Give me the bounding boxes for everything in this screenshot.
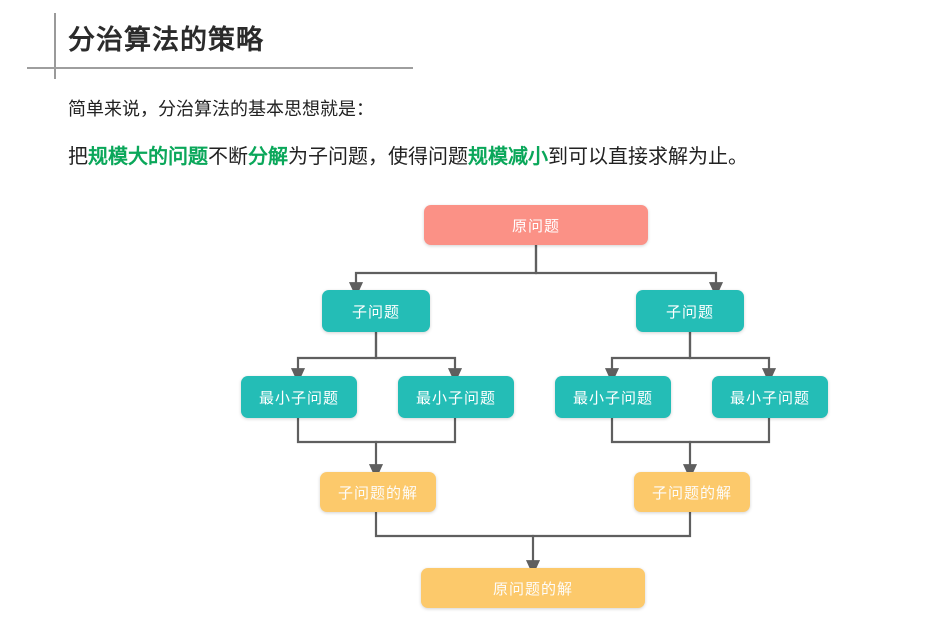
node-smallest-subproblem-4[interactable]: 最小子问题	[712, 376, 828, 418]
node-smallest-subproblem-1[interactable]: 最小子问题	[241, 376, 357, 418]
edge-sub-right-to-leaf-4	[688, 330, 777, 384]
thesis-segment-2: 不断	[208, 146, 248, 168]
edge-root-to-sub-left	[348, 243, 538, 298]
node-root-solution[interactable]: 原问题的解	[421, 568, 645, 608]
node-smallest-subproblem-2[interactable]: 最小子问题	[398, 376, 514, 418]
edge-root-to-sub-right	[534, 243, 724, 298]
edge-sub-left-to-leaf-1	[290, 330, 378, 384]
thesis-highlight-3: 规模减小	[468, 146, 548, 168]
page-title: 分治算法的策略	[68, 25, 264, 55]
edge-sub-right-to-leaf-3	[604, 330, 692, 384]
node-subproblem-solution-right[interactable]: 子问题的解	[634, 472, 750, 512]
thesis-segment-1: 把	[68, 146, 88, 168]
thesis-paragraph: 把规模大的问题不断分解为子问题，使得问题规模减小到可以直接求解为止。	[68, 140, 748, 169]
edge-sub-left-to-leaf-2	[374, 330, 463, 384]
thesis-highlight-1: 规模大的问题	[88, 146, 208, 168]
edge-solutions-merge	[374, 510, 692, 538]
intro-paragraph: 简单来说，分治算法的基本思想就是：	[68, 99, 374, 119]
node-smallest-subproblem-3[interactable]: 最小子问题	[555, 376, 671, 418]
thesis-segment-3: 为子问题，使得问题	[288, 146, 468, 168]
node-subproblem-solution-left[interactable]: 子问题的解	[320, 472, 436, 512]
node-root-problem[interactable]: 原问题	[424, 205, 648, 245]
thesis-highlight-2: 分解	[248, 146, 288, 168]
header-divider	[27, 67, 413, 69]
edge-leaves-merge-left	[296, 416, 457, 444]
header-accent-bar	[54, 13, 56, 79]
connector-layer	[290, 243, 777, 576]
edge-leaves-merge-right	[610, 416, 771, 444]
thesis-segment-4: 到可以直接求解为止。	[548, 146, 748, 168]
divide-and-conquer-flowchart: 原问题 子问题 子问题 最小子问题 最小子问题 最小子问题 最小子问题 子问题的…	[0, 180, 948, 620]
node-subproblem-left[interactable]: 子问题	[322, 290, 430, 332]
node-subproblem-right[interactable]: 子问题	[636, 290, 744, 332]
